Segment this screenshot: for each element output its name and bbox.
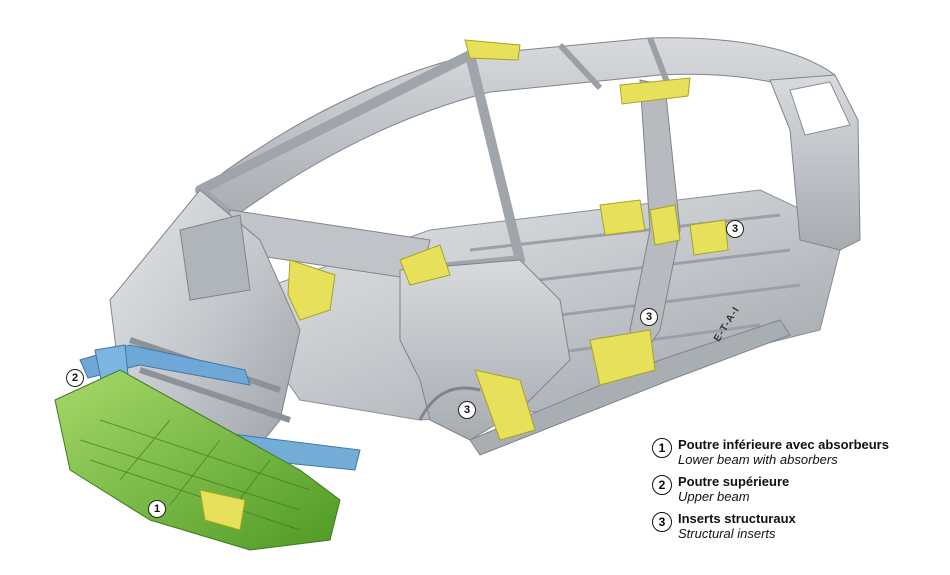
callout-3-inserts-rear: 3 — [726, 220, 744, 238]
callout-3-inserts-front: 3 — [458, 401, 476, 419]
side-sill — [469, 319, 791, 456]
callout-number: 3 — [463, 404, 471, 416]
legend-number: 2 — [652, 475, 672, 495]
front-suspension-tower — [179, 214, 251, 301]
callout-number: 3 — [645, 311, 653, 323]
callout-number: 1 — [153, 503, 161, 515]
legend: 1 Poutre inférieure avec absorbeurs Lowe… — [652, 437, 942, 548]
legend-label-fr: Poutre supérieure — [678, 474, 790, 489]
legend-label-en: Upper beam — [678, 489, 750, 504]
lower-beam — [54, 369, 341, 551]
legend-label-fr: Poutre inférieure avec absorbeurs — [678, 437, 889, 452]
legend-item-structural-inserts: 3 Inserts structuraux Structural inserts — [652, 511, 942, 541]
callout-1-lower-beam: 1 — [148, 500, 166, 518]
structural-inserts — [199, 39, 729, 531]
callout-number: 2 — [71, 372, 79, 384]
legend-label-en: Structural inserts — [678, 526, 776, 541]
rear-wheel-arch — [418, 386, 481, 421]
legend-label-fr: Inserts structuraux — [678, 511, 796, 526]
legend-number: 3 — [652, 512, 672, 532]
rear-quarter-window — [789, 81, 851, 136]
legend-item-upper-beam: 2 Poutre supérieure Upper beam — [652, 474, 942, 504]
legend-number: 1 — [652, 438, 672, 458]
legend-label-en: Lower beam with absorbers — [678, 452, 838, 467]
callout-2-upper-beam: 2 — [66, 369, 84, 387]
callout-3-inserts-middle: 3 — [640, 308, 658, 326]
legend-item-lower-beam: 1 Poutre inférieure avec absorbeurs Lowe… — [652, 437, 942, 467]
callout-number: 3 — [731, 223, 739, 235]
lower-beam-ribs — [79, 419, 311, 531]
